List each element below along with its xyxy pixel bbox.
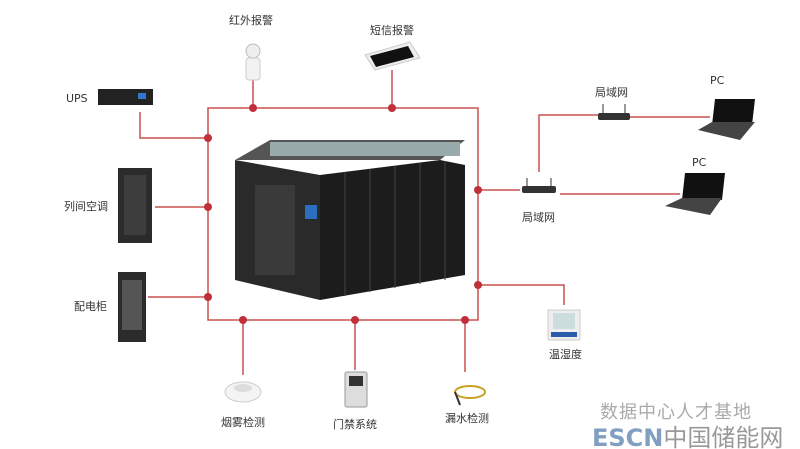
- line-temp: [478, 284, 565, 305]
- pdu-icon: [118, 272, 146, 342]
- junction-dot: [204, 293, 212, 301]
- junction-dot: [351, 316, 359, 324]
- sms-alarm-label: 短信报警: [370, 24, 414, 37]
- pc-label-top: PC: [710, 74, 725, 87]
- row-ac-icon: [118, 168, 152, 243]
- laptop-icon: [665, 173, 725, 215]
- lan-label-top: 局域网: [595, 86, 628, 99]
- junction-dot: [388, 104, 396, 112]
- router-icon: [598, 104, 630, 120]
- thermometer-hygrometer-icon: [547, 309, 581, 341]
- smoke-label: 烟雾检测: [221, 416, 265, 429]
- line-lan-lan: [538, 114, 598, 172]
- access-label: 门禁系统: [333, 418, 377, 431]
- ups-icon: [98, 89, 153, 105]
- infrared-alarm-label: 红外报警: [229, 14, 273, 27]
- junction-dot: [474, 186, 482, 194]
- watermark-brand-en: ESCN: [592, 424, 664, 449]
- junction-dot: [204, 134, 212, 142]
- watermark-text: 数据中心人才基地: [600, 402, 752, 423]
- smoke-detector-icon: [224, 381, 262, 403]
- infrared-sensor-icon: [245, 43, 261, 81]
- row-ac-label: 列间空调: [64, 200, 108, 213]
- pc-label-bottom: PC: [692, 156, 707, 169]
- laptop-icon: [698, 99, 755, 140]
- junction-dot: [239, 316, 247, 324]
- temp-humidity-label: 温湿度: [549, 348, 582, 361]
- watermark-brand: ESCN中国储能网: [592, 418, 783, 449]
- line-ups: [139, 112, 208, 139]
- ups-label: UPS: [66, 92, 88, 105]
- micro-datacenter-icon: [235, 140, 465, 300]
- junction-dot: [461, 316, 469, 324]
- junction-dot: [474, 281, 482, 289]
- water-leak-sensor-icon: [454, 385, 486, 406]
- pdu-label: 配电柜: [74, 300, 107, 313]
- lan-label-bottom: 局域网: [522, 211, 555, 224]
- access-control-icon: [344, 371, 368, 408]
- smartphone-icon: [364, 41, 421, 71]
- bus-loop: [207, 107, 479, 321]
- junction-dot: [249, 104, 257, 112]
- router-icon: [522, 178, 556, 193]
- junction-dot: [204, 203, 212, 211]
- leak-label: 漏水检测: [445, 412, 489, 425]
- watermark-brand-cn: 中国储能网: [663, 424, 784, 449]
